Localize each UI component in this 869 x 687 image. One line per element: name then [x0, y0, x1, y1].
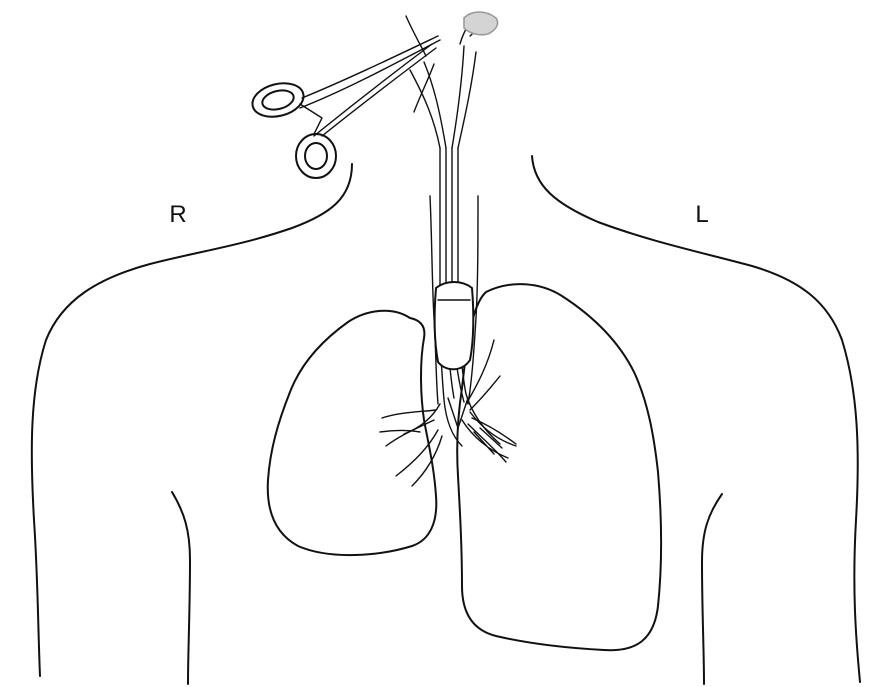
tube-tip — [464, 12, 498, 35]
endotracheal-tube — [435, 148, 516, 458]
right-lung — [268, 311, 437, 555]
label-left-side: L — [695, 201, 708, 228]
left-lung — [457, 284, 661, 650]
bronchial-tip — [462, 412, 516, 458]
torso-outline-right — [32, 164, 352, 676]
label-right-side: R — [169, 201, 186, 228]
arm-contour-left — [702, 494, 722, 684]
tracheal-cuff — [435, 282, 474, 369]
torso-outline-left — [532, 156, 860, 682]
tube-connectors — [406, 12, 498, 148]
clamp-icon — [249, 36, 440, 178]
arm-contour-right — [172, 492, 190, 684]
